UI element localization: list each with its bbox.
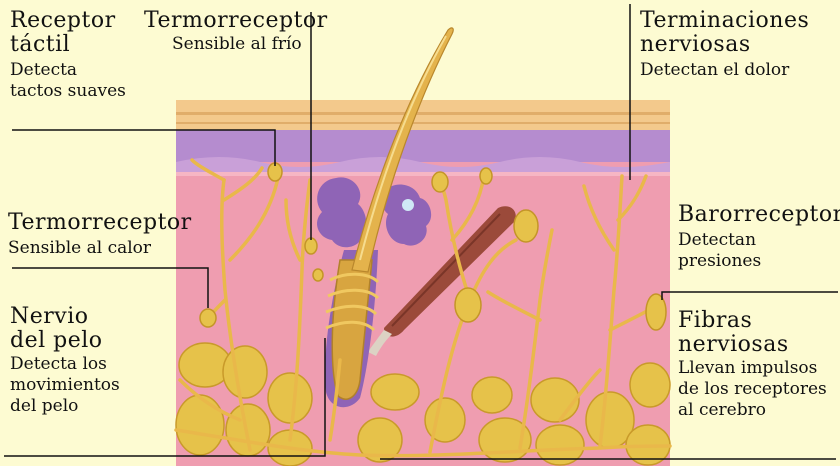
stratum-line bbox=[176, 122, 670, 124]
purple-layer bbox=[176, 128, 670, 162]
terminaciones-title: Terminaciones bbox=[640, 10, 809, 32]
fibras-title-2: nerviosas bbox=[678, 334, 827, 356]
nervio-pelo-title: Nervio bbox=[10, 306, 120, 328]
receptor-bulb bbox=[480, 168, 492, 184]
termorreceptor-frio-title: Termorreceptor bbox=[144, 10, 328, 32]
label-fibras-nerviosas: Fibras nerviosas Llevan impulsos de los … bbox=[678, 310, 827, 419]
receptor-bulb bbox=[455, 288, 481, 322]
leader-baroreceptores bbox=[662, 292, 838, 300]
label-terminaciones-nerviosas: Terminaciones nerviosas Detectan el dolo… bbox=[640, 10, 809, 79]
fat-lobule bbox=[472, 377, 512, 413]
label-nervio-pelo: Nervio del pelo Detecta los movimientos … bbox=[10, 306, 120, 415]
fat-lobule bbox=[176, 395, 224, 455]
receptor-tactil-title-2: táctil bbox=[10, 34, 126, 56]
stratum-line bbox=[176, 112, 670, 115]
heat-receptor bbox=[200, 309, 216, 327]
receptor-bulb bbox=[514, 210, 538, 242]
receptor-tactil-title: Receptor bbox=[10, 10, 126, 32]
nervio-pelo-desc-2: movimientos bbox=[10, 377, 120, 394]
termorreceptor-frio-desc: Sensible al frío bbox=[144, 36, 328, 53]
cold-receptor bbox=[305, 238, 317, 254]
fat-lobule bbox=[371, 374, 419, 410]
fat-lobule bbox=[630, 363, 670, 407]
label-termorreceptor-calor: Termorreceptor Sensible al calor bbox=[8, 212, 192, 257]
terminaciones-desc: Detectan el dolor bbox=[640, 62, 809, 79]
fibras-title: Fibras bbox=[678, 310, 827, 332]
termorreceptor-calor-title: Termorreceptor bbox=[8, 212, 192, 234]
label-receptor-tactil: Receptor táctil Detecta tactos suaves bbox=[10, 10, 126, 100]
barorreceptores-title: Barorreceptores bbox=[678, 204, 840, 226]
termorreceptor-calor-desc: Sensible al calor bbox=[8, 240, 192, 257]
receptor-tactil-desc-2: tactos suaves bbox=[10, 83, 126, 100]
nervio-pelo-desc: Detecta los bbox=[10, 356, 120, 373]
receptor-tactil-desc: Detecta bbox=[10, 62, 126, 79]
nervio-pelo-desc-3: del pelo bbox=[10, 398, 120, 415]
pressure-receptor bbox=[646, 294, 666, 330]
fibras-desc-3: al cerebro bbox=[678, 402, 827, 419]
receptor-bulb bbox=[432, 172, 448, 192]
fat-lobule bbox=[531, 378, 579, 422]
barorreceptores-desc: Detectan bbox=[678, 232, 840, 249]
fat-lobule bbox=[425, 398, 465, 442]
receptor-bulb bbox=[313, 269, 323, 281]
nervio-pelo-title-2: del pelo bbox=[10, 330, 120, 352]
fat-lobule bbox=[223, 346, 267, 398]
fibras-desc-2: de los receptores bbox=[678, 381, 827, 398]
gland-dot bbox=[402, 199, 414, 211]
fibras-desc: Llevan impulsos bbox=[678, 360, 827, 377]
label-barorreceptores: Barorreceptores Detectan presiones bbox=[678, 204, 840, 270]
fat-lobule bbox=[268, 373, 312, 423]
label-termorreceptor-frio: Termorreceptor Sensible al frío bbox=[144, 10, 328, 53]
terminaciones-title-2: nerviosas bbox=[640, 34, 809, 56]
barorreceptores-desc-2: presiones bbox=[678, 253, 840, 270]
